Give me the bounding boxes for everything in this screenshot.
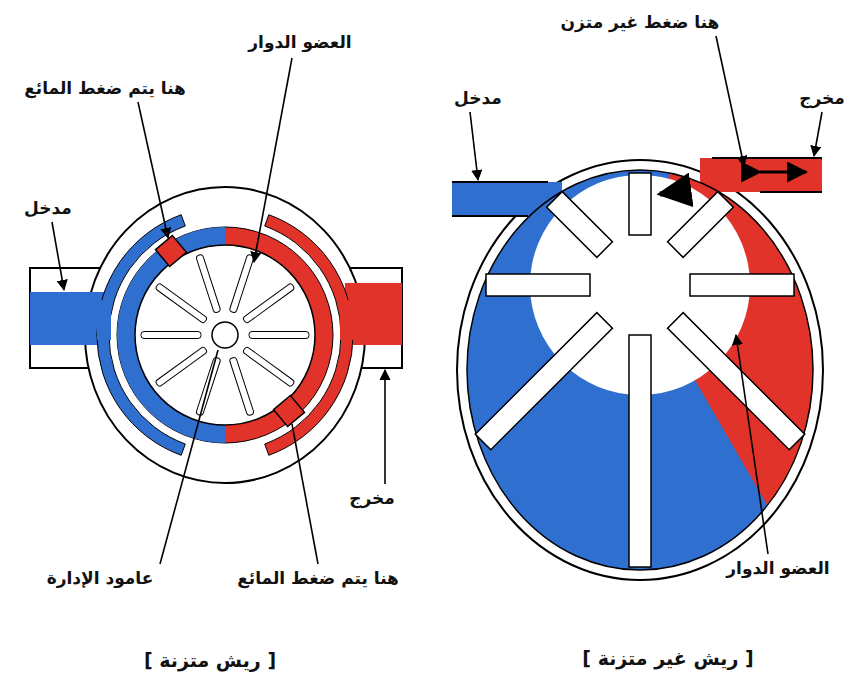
leader-lines [470,36,822,554]
compression-zone [156,236,187,267]
rotation-arrow [660,194,690,199]
port-label: مدخل [452,88,504,108]
port-label: مخرج [797,88,847,108]
pump-housing [85,187,365,483]
outlet-flow [700,158,822,192]
inlet-port [97,300,111,340]
leader-lines [52,58,385,564]
vanes [141,254,309,416]
part-label: هنا يتم ضغط المائع [235,568,401,588]
caption: [ ريش غير متزنة ] [580,647,755,670]
balanced-pump [30,58,402,564]
part-label: هنا ضغط غير متزن [559,12,722,32]
vanes [475,173,805,567]
cam-ring [117,227,333,443]
port-label: مخرج [347,488,397,508]
part-label: العضو الدوار [724,558,831,578]
port-label: مدخل [22,198,74,218]
part-label: هنا يتم ضغط المائع [22,78,188,98]
outlet-port [340,300,355,340]
unbalanced-pump [452,0,859,682]
pressure-arrow [760,171,806,174]
part-label: العضو الدوار [246,32,353,52]
pump-cavity [467,0,859,682]
inlet-flow [30,292,105,345]
compression-zone [274,396,305,427]
caption: [ ريش متزنة ] [142,649,278,672]
part-label: عامود الإدارة [45,568,156,588]
